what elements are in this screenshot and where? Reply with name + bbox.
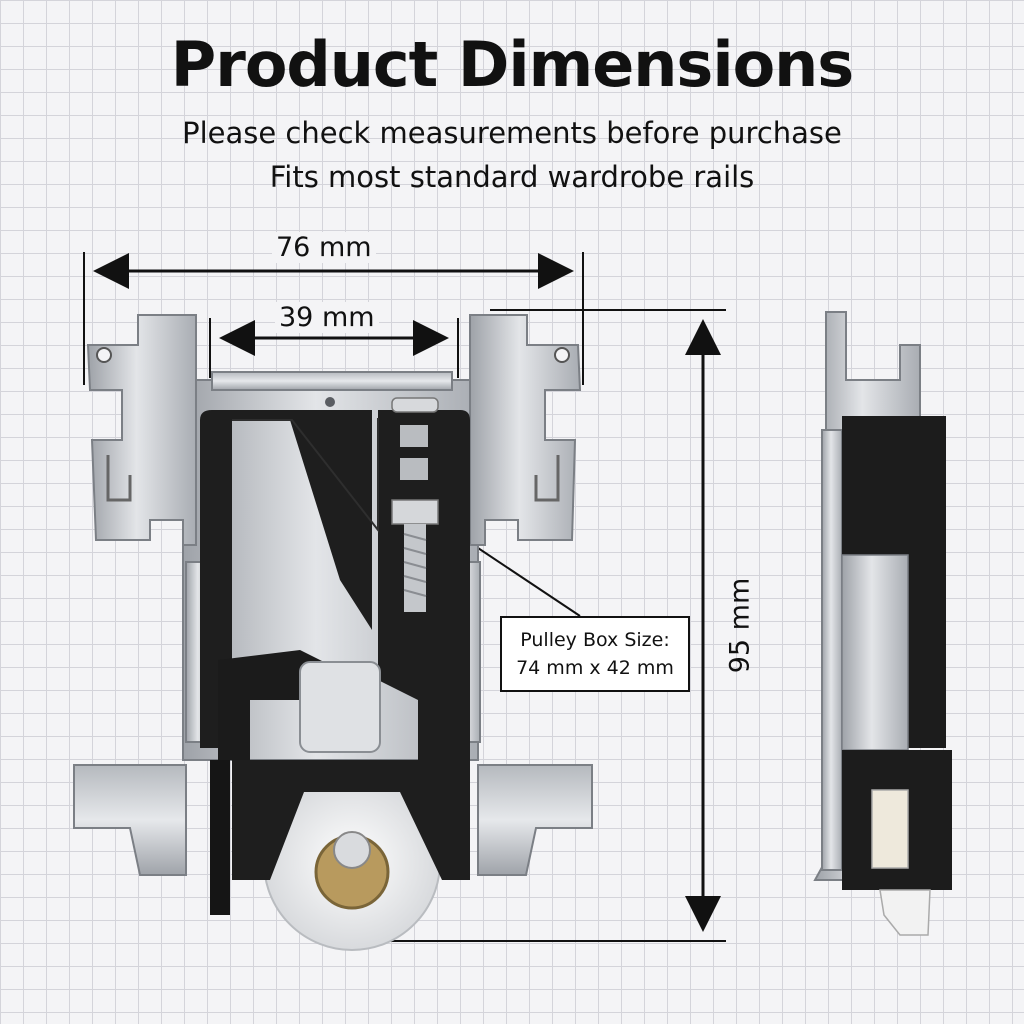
height-label: 95 mm bbox=[724, 577, 756, 674]
pulley-side-view bbox=[813, 311, 952, 936]
dimension-39mm bbox=[209, 318, 459, 378]
page-title: Product Dimensions bbox=[170, 28, 854, 101]
callout-leader bbox=[477, 547, 581, 617]
pulley-box-size-callout: Pulley Box Size: 74 mm x 42 mm bbox=[500, 616, 690, 692]
subtitle-measurements: Please check measurements before purchas… bbox=[182, 116, 842, 150]
pulley-front-view bbox=[73, 314, 593, 951]
callout-title: Pulley Box Size: bbox=[520, 629, 670, 651]
inner-width-label: 39 mm bbox=[275, 302, 379, 333]
subtitle-fit: Fits most standard wardrobe rails bbox=[269, 160, 755, 194]
dimension-95mm bbox=[375, 309, 726, 942]
callout-size: 74 mm x 42 mm bbox=[516, 657, 674, 679]
dimension-76mm bbox=[83, 252, 584, 385]
overall-width-label: 76 mm bbox=[272, 232, 376, 263]
